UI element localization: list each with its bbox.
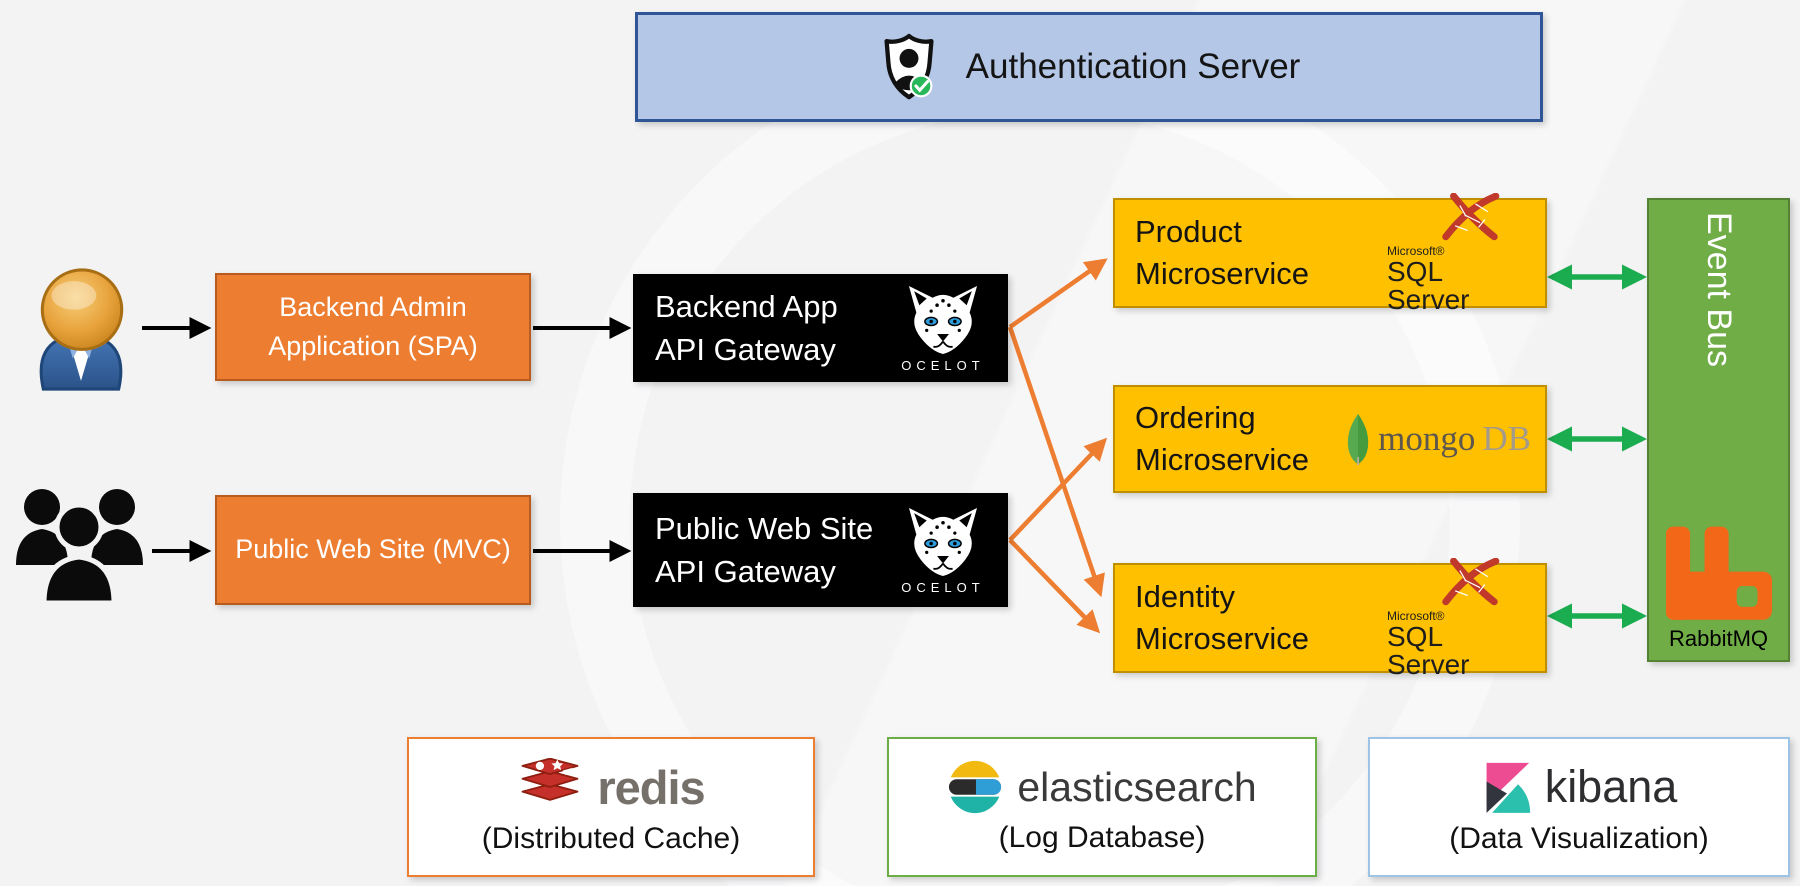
backend-admin-app-label: Backend Admin Application (SPA)	[268, 291, 478, 361]
backend-api-gateway-label: Backend App API Gateway	[633, 285, 884, 372]
rabbitmq-label: RabbitMQ	[1668, 626, 1769, 651]
public-gateway-line1: Public Web Site	[655, 510, 874, 546]
public-web-site-box: Public Web Site (MVC)	[215, 495, 531, 605]
admin-user-icon	[25, 266, 137, 397]
redis-wordmark: redis	[597, 760, 705, 814]
ocelot-logo: OCELOT	[884, 283, 1008, 373]
public-users-icon	[12, 476, 147, 611]
backend-admin-app-box: Backend Admin Application (SPA)	[215, 273, 531, 381]
identity-microservice-box: Identity Microservice Microsoft® SQL Ser…	[1113, 557, 1547, 678]
sqlserver-name: SQL Server	[1387, 255, 1470, 315]
ocelot-cat-icon	[908, 285, 978, 355]
redis-icon	[521, 758, 579, 801]
redis-box: redis (Distributed Cache)	[407, 737, 815, 877]
sqlserver-logo: Microsoft® SQL Server	[1387, 192, 1545, 315]
sqlserver-brand: Microsoft®	[1387, 243, 1445, 258]
rabbitmq-icon	[1665, 526, 1772, 620]
identity-microservice-label: Identity Microservice	[1135, 579, 1309, 656]
mongodb-leaf-icon	[1347, 414, 1369, 465]
arrow-public-gateway-to-ordering	[1008, 437, 1108, 542]
kibana-box: kibana (Data Visualization)	[1368, 737, 1790, 877]
public-web-site-label: Public Web Site (MVC)	[235, 534, 511, 565]
elasticsearch-box: elasticsearch (Log Database)	[887, 737, 1317, 877]
sqlserver-swoosh-icon	[1442, 557, 1500, 605]
kibana-icon	[1486, 762, 1530, 813]
arrow-backend-gateway-to-identity	[1007, 326, 1105, 598]
mongodb-wordmark-db: DB	[1482, 419, 1531, 458]
public-gateway-line2: API Gateway	[655, 554, 836, 589]
ocelot-wordmark: OCELOT	[901, 580, 985, 595]
arrow-backend-gateway-to-product	[1008, 258, 1108, 329]
arrow-public-gateway-to-identity	[1008, 538, 1101, 634]
sqlserver-name: SQL Server	[1387, 620, 1470, 680]
sqlserver-swoosh-icon	[1442, 192, 1500, 240]
elasticsearch-caption: (Log Database)	[998, 821, 1206, 854]
backend-gateway-line1: Backend App	[655, 288, 838, 324]
auth-server-box: Authentication Server	[635, 12, 1543, 122]
elasticsearch-wordmark: elasticsearch	[1017, 763, 1257, 810]
sqlserver-logo: Microsoft® SQL Server	[1387, 557, 1545, 680]
event-bus-box: Event Bus RabbitMQ	[1647, 198, 1790, 662]
ocelot-wordmark: OCELOT	[901, 358, 985, 373]
redis-caption: (Distributed Cache)	[481, 822, 741, 855]
backend-gateway-line2: API Gateway	[655, 332, 836, 367]
auth-shield-icon	[884, 33, 934, 100]
sqlserver-brand: Microsoft®	[1387, 608, 1445, 623]
product-microservice-label: Product Microservice	[1135, 214, 1309, 291]
ocelot-logo: OCELOT	[884, 505, 1008, 595]
ocelot-cat-icon	[908, 507, 978, 577]
event-bus-label: Event Bus	[1700, 212, 1738, 367]
kibana-wordmark: kibana	[1544, 761, 1678, 812]
auth-server-label: Authentication Server	[965, 47, 1301, 86]
public-api-gateway-box: Public Web Site API Gateway OCELOT	[633, 493, 1008, 607]
mongodb-wordmark: mongo	[1378, 419, 1476, 458]
public-api-gateway-label: Public Web Site API Gateway	[633, 507, 884, 594]
ordering-microservice-label: Ordering Microservice	[1135, 400, 1309, 477]
backend-api-gateway-box: Backend App API Gateway OCELOT	[633, 274, 1008, 382]
elasticsearch-icon	[949, 760, 1002, 814]
kibana-caption: (Data Visualization)	[1449, 822, 1709, 855]
product-microservice-box: Product Microservice Microsoft® SQL Serv…	[1113, 192, 1547, 313]
